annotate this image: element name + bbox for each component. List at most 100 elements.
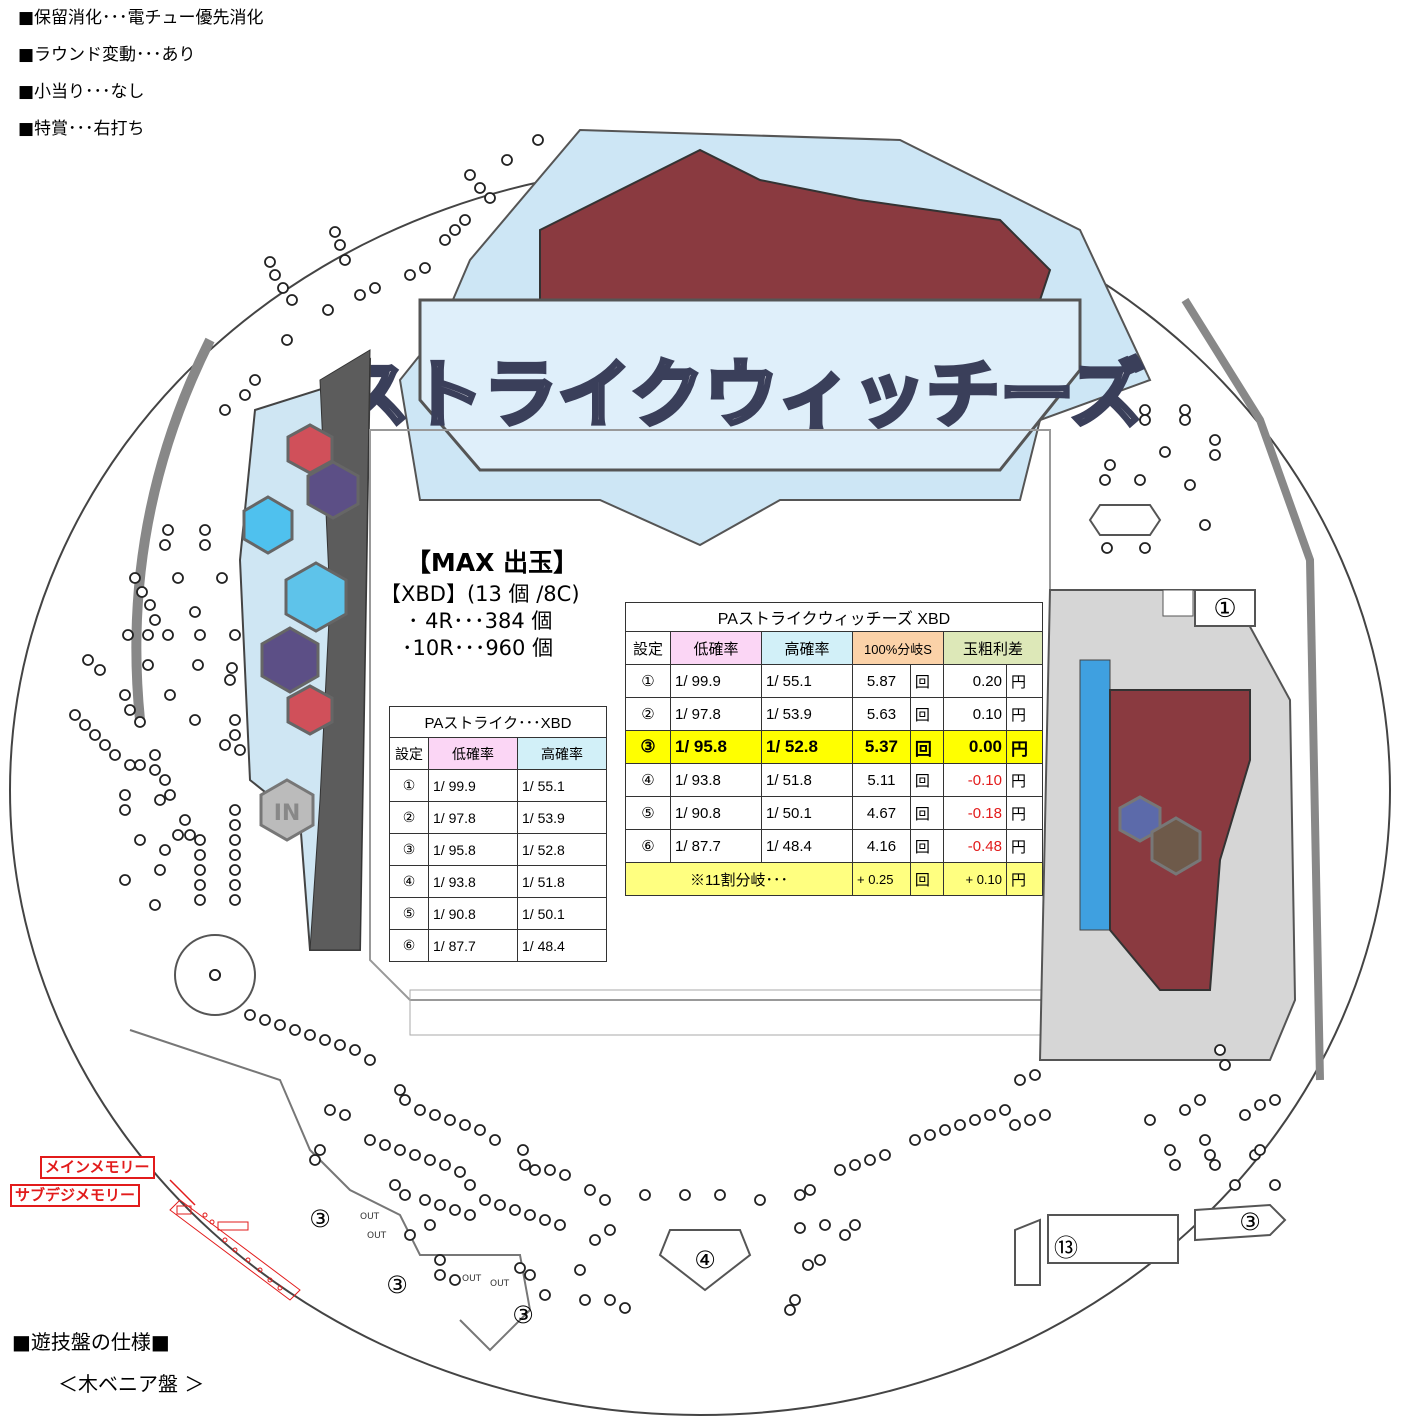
- nail: [159, 844, 171, 856]
- pocket-13-box: [1047, 1214, 1179, 1264]
- big-cell-low: 1/ 93.8: [670, 763, 762, 797]
- nail: [419, 262, 431, 274]
- nail: [1104, 459, 1116, 471]
- nail: [532, 134, 544, 146]
- nail: [324, 1104, 336, 1116]
- big-table-title: PAストライクウィッチーズ XBD: [625, 602, 1043, 632]
- nail: [349, 1044, 361, 1056]
- nail: [134, 716, 146, 728]
- big-cell-spin-unit: 回: [909, 796, 945, 830]
- nail: [389, 1179, 401, 1191]
- big-footer-spin: + 0.25: [852, 862, 911, 896]
- nail: [1209, 434, 1221, 446]
- spec-line-4: ■特賞･･･右打ち: [18, 119, 145, 139]
- nail: [224, 674, 236, 686]
- nail: [69, 709, 81, 721]
- nail: [1179, 414, 1191, 426]
- nail: [839, 1229, 851, 1241]
- nail: [322, 304, 334, 316]
- big-cell-yen-unit: 円: [1006, 730, 1043, 764]
- nail: [334, 1039, 346, 1051]
- big-cell-high: 1/ 53.9: [761, 697, 853, 731]
- nail: [119, 804, 131, 816]
- nail: [314, 1144, 326, 1156]
- nail: [434, 1269, 446, 1281]
- main-memory-label: メインメモリー: [40, 1156, 155, 1179]
- big-footer-spin-unit: 回: [909, 862, 945, 896]
- nail: [134, 759, 146, 771]
- nail: [79, 719, 91, 731]
- nail: [434, 1199, 446, 1211]
- nail: [449, 224, 461, 236]
- nail: [229, 714, 241, 726]
- nail: [229, 894, 241, 906]
- nail: [1169, 1159, 1181, 1171]
- big-cell-yen: -0.18: [943, 796, 1007, 830]
- nail: [1254, 1099, 1266, 1111]
- nail: [142, 659, 154, 671]
- nail: [1029, 1069, 1041, 1081]
- nail: [194, 629, 206, 641]
- nail: [149, 899, 161, 911]
- big-cell-spin: 5.63: [852, 697, 911, 731]
- nail: [439, 234, 451, 246]
- nail: [1219, 1059, 1231, 1071]
- nail: [1159, 446, 1171, 458]
- nail: [229, 864, 241, 876]
- nail: [199, 539, 211, 551]
- nail: [444, 1114, 456, 1126]
- big-cell-yen: 0.00: [943, 730, 1007, 764]
- big-probability-table: PAストライクウィッチーズ XBD 設定 低確率 高確率 100%分岐S 玉粗利…: [625, 602, 1043, 896]
- small-cell-setting: ⑥: [389, 929, 429, 962]
- nail: [194, 879, 206, 891]
- nail: [119, 689, 131, 701]
- max-payout-box: 【MAX 出玉】 【XBD】(13 個 /8C) ･ 4R･･･384 個 ･1…: [372, 545, 612, 662]
- nail: [1214, 1044, 1226, 1056]
- nail: [1144, 1114, 1156, 1126]
- big-cell-setting: ⑥: [625, 829, 671, 863]
- nail: [514, 1262, 526, 1274]
- nail: [149, 749, 161, 761]
- nail: [954, 1119, 966, 1131]
- big-cell-setting: ①: [625, 664, 671, 698]
- nail: [1254, 1144, 1266, 1156]
- nail: [1014, 1074, 1026, 1086]
- nail: [789, 1294, 801, 1306]
- nail: [864, 1154, 876, 1166]
- nail: [554, 1219, 566, 1231]
- nail: [939, 1124, 951, 1136]
- nail: [1101, 542, 1113, 554]
- nail: [459, 1119, 471, 1131]
- nail: [334, 239, 346, 251]
- nail: [194, 834, 206, 846]
- board-spec-title: ■遊技盤の仕様■: [12, 1330, 170, 1354]
- big-cell-spin-unit: 回: [909, 730, 945, 764]
- nail: [194, 894, 206, 906]
- logo-text: ストライクウィッチーズ: [336, 352, 1145, 438]
- nail: [479, 1194, 491, 1206]
- nail: [464, 1209, 476, 1221]
- nail: [1139, 542, 1151, 554]
- nail: [879, 1149, 891, 1161]
- right-gate: [1088, 504, 1162, 536]
- max-payout-line-1: 【XBD】(13 個 /8C): [380, 582, 580, 606]
- nail: [329, 226, 341, 238]
- nail: [172, 829, 184, 841]
- small-cell-low: 1/ 95.8: [428, 833, 518, 866]
- nail: [969, 1114, 981, 1126]
- nail: [124, 704, 136, 716]
- nail: [604, 1224, 616, 1236]
- nail: [589, 1234, 601, 1246]
- nail: [164, 789, 176, 801]
- max-payout-line-2: ･ 4R･･･384 個: [408, 609, 553, 633]
- hex-purple-2: [260, 626, 320, 694]
- big-footer-yen: + 0.10: [943, 862, 1007, 896]
- nail: [304, 1029, 316, 1041]
- pocket-1-label: ①: [1213, 594, 1236, 624]
- small-header-low: 低確率: [428, 737, 518, 770]
